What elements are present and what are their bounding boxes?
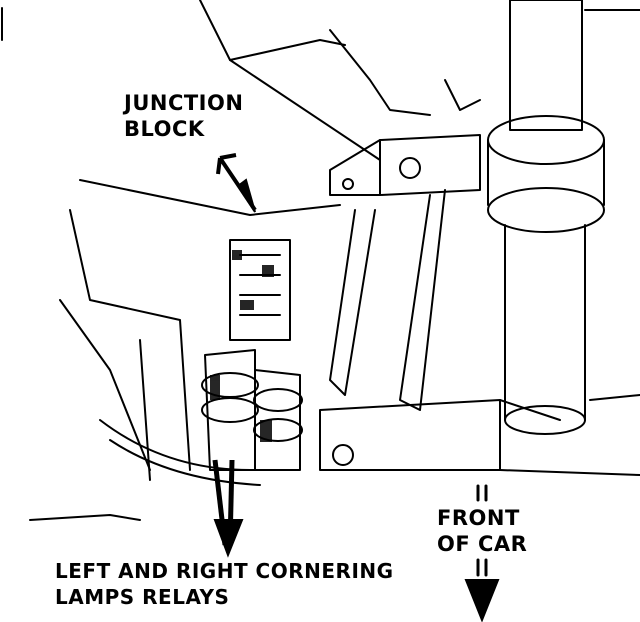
front-of-car-label: FRONT OF CAR <box>437 505 527 557</box>
strut-base <box>504 405 586 435</box>
junction-arrow-head <box>236 178 256 213</box>
relay-band-2 <box>201 397 259 423</box>
junction-block-connector <box>229 239 291 341</box>
lower-edge <box>29 514 141 521</box>
relay-band-3 <box>253 388 303 412</box>
diagonal-brace-right <box>399 189 446 411</box>
cornering-relays-label-line2: LAMPS RELAYS <box>55 585 230 609</box>
strut-collar <box>487 115 605 165</box>
relay-band-4 <box>253 418 303 442</box>
junction-block-label-line1: JUNCTION <box>124 91 244 115</box>
cross-member-bolt <box>332 444 354 466</box>
connector-pins <box>239 254 281 316</box>
inner-panel-curve <box>59 299 151 471</box>
strut-collar-lower <box>487 187 605 233</box>
front-arrow-stem <box>476 558 488 577</box>
relay-shading-2 <box>260 420 272 442</box>
upper-panel-ridge <box>229 39 346 61</box>
bracket-bolt <box>399 157 421 179</box>
strut-collar-sides <box>487 139 605 206</box>
wire-bundle-2 <box>99 419 251 471</box>
fender-top-edge <box>79 179 341 216</box>
inner-panel <box>69 209 191 471</box>
upper-bracket <box>329 29 431 116</box>
cross-member-top <box>589 394 640 401</box>
front-arrow-tick <box>476 484 488 502</box>
front-arrow-head <box>464 579 500 622</box>
connector-shading-3 <box>240 300 254 310</box>
bracket-plate <box>379 134 481 196</box>
panel-rib <box>139 339 151 481</box>
front-of-car-label-line2: OF CAR <box>437 532 528 556</box>
strut-upper <box>509 0 583 131</box>
cornering-relays-label: LEFT AND RIGHT CORNERING LAMPS RELAYS <box>55 558 394 610</box>
connector-shading-1 <box>232 250 242 260</box>
cornering-relays-label-line1: LEFT AND RIGHT CORNERING <box>55 559 394 583</box>
diagonal-brace-left <box>329 209 376 396</box>
connector-shading-2 <box>262 265 274 277</box>
bracket-ear <box>329 139 381 196</box>
upper-bracket-lip <box>444 79 481 111</box>
wire-bundle <box>109 439 261 486</box>
strut-shaft <box>504 224 586 421</box>
bracket-hole <box>342 178 354 190</box>
lower-cross-member <box>319 399 501 471</box>
front-of-car-label-line1: FRONT <box>437 506 520 530</box>
relay-body-right <box>254 369 301 471</box>
relay-shading-1 <box>210 375 220 400</box>
junction-block-label: JUNCTION BLOCK <box>124 90 243 142</box>
junction-block-label-line2: BLOCK <box>124 117 205 141</box>
cross-member-extension <box>499 399 640 476</box>
relay-body-left <box>204 349 256 471</box>
relay-arrow-head <box>213 519 244 558</box>
